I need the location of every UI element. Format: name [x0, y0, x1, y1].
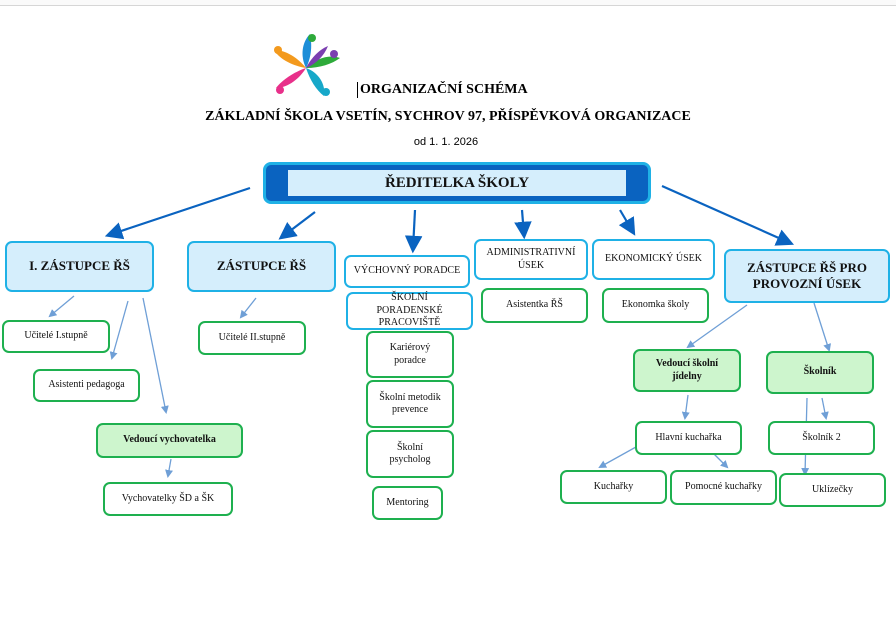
first-deputy-box: I. ZÁSTUPCE ŘŠ	[5, 241, 154, 292]
head-cook-box: Hlavní kuchařka	[635, 421, 742, 455]
school-logo-icon	[274, 34, 340, 96]
toolbar-edge	[0, 0, 896, 6]
arrow-root-operations	[661, 184, 795, 246]
kitchen-helpers-box: Pomocné kuchařky	[670, 470, 777, 505]
canteen-head-box: Vedoucí školní jídelny	[633, 349, 741, 392]
prevention-methodist-box: Školní metodik prevence	[366, 380, 454, 428]
effective-date: od 1. 1. 2026	[413, 136, 479, 148]
operations-deputy-box: ZÁSTUPCE ŘŠ PRO PROVOZNÍ ÚSEK	[724, 249, 890, 303]
school-name: ZÁKLADNÍ ŠKOLA VSETÍN, SYCHROV 97, PŘÍSP…	[205, 109, 691, 124]
counselor-box: VÝCHOVNÝ PORADCE	[344, 255, 470, 288]
caretaker-box: Školník	[766, 351, 874, 394]
cooks-box: Kuchařky	[560, 470, 667, 504]
arrow-cooks	[598, 446, 637, 468]
arrow-root-economic	[618, 209, 636, 236]
caretaker2-box: Školník 2	[768, 421, 875, 455]
assistants-box: Asistenti pedagoga	[33, 369, 140, 402]
psychologist-box: Školní psycholog	[366, 430, 454, 478]
educators-box: Vychovatelky ŠD a ŠK	[103, 482, 233, 516]
arrow-teachers2	[239, 297, 257, 319]
arrow-canteen	[686, 304, 748, 349]
head-educator-box: Vedoucí vychovatelka	[96, 423, 243, 458]
text-cursor	[357, 82, 358, 98]
teachers2-box: Učitelé II.stupně	[198, 321, 306, 355]
arrow-teachers1	[48, 295, 75, 318]
teachers1-box: Učitelé I.stupně	[2, 320, 110, 353]
arrow-root-admin	[514, 209, 532, 240]
arrow-caretaker	[813, 302, 831, 352]
arrow-assistants	[109, 300, 129, 360]
arrow-head-educator	[142, 297, 169, 414]
career-advisor-box: Kariérový poradce	[366, 331, 454, 378]
arrow-root-counselor	[404, 209, 423, 254]
arrow-head-cook	[681, 394, 690, 420]
deputy-box: ZÁSTUPCE ŘŠ	[187, 241, 336, 292]
counseling-center-box: ŠKOLNÍ PORADENSKÉ PRACOVIŠTĚ	[346, 292, 473, 330]
arrow-caretaker2	[820, 397, 829, 420]
arrow-root-deputy	[278, 211, 316, 240]
economic-box: EKONOMICKÝ ÚSEK	[592, 239, 715, 280]
chart-title: ORGANIZAČNÍ SCHÉMA	[360, 82, 528, 97]
arrow-helpers	[713, 453, 729, 469]
admin-box: ADMINISTRATIVNÍ ÚSEK	[474, 239, 588, 280]
director-box: ŘEDITELKA ŠKOLY	[288, 170, 626, 196]
cleaners-box: Uklízečky	[779, 473, 886, 507]
economist-box: Ekonomka školy	[602, 288, 709, 323]
arrow-educators	[165, 458, 173, 478]
arrow-root-first-deputy	[104, 186, 251, 240]
director-assistant-box: Asistentka ŘŠ	[481, 288, 588, 323]
mentoring-box: Mentoring	[372, 486, 443, 520]
